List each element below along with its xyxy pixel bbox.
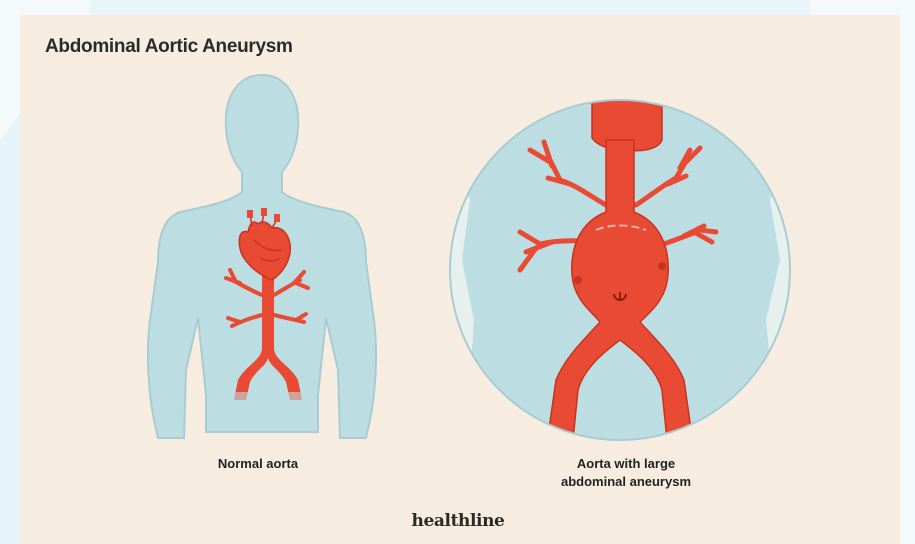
aneurysm-label-line1: Aorta with large [536, 455, 716, 473]
brand-logo: healthline [380, 511, 536, 531]
aneurysm-label: Aorta with large abdominal aneurysm [536, 455, 716, 491]
aneurysm-label-line2: abdominal aneurysm [536, 473, 716, 491]
magnified-view [450, 95, 790, 450]
normal-aorta-label: Normal aorta [200, 455, 316, 473]
